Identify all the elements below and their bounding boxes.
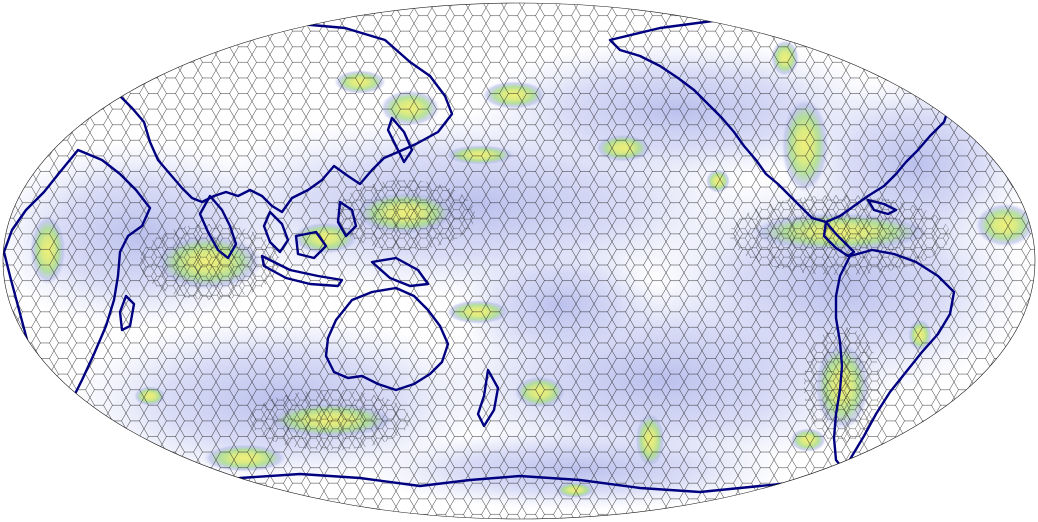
- coastline-philippines: [336, 200, 358, 238]
- coastline-antarctica: [178, 472, 872, 494]
- coastline-indochina: [262, 210, 290, 254]
- coastline-eurasia: [98, 22, 454, 214]
- coastline-sumatra-java: [260, 254, 344, 288]
- mesh-cells-refined: [250, 390, 410, 450]
- coastline-greenland: [818, 14, 902, 50]
- coastline-borneo: [294, 230, 328, 260]
- coastline-japan: [386, 116, 414, 164]
- mesh-cells-refined: [804, 327, 880, 443]
- mesh-cells-refined: [140, 224, 280, 300]
- coastline-new-guinea: [370, 256, 430, 288]
- mesh-cells-refined: [335, 180, 475, 250]
- coastline-central-america: [822, 220, 856, 258]
- coastline-australia: [324, 286, 450, 392]
- coastline-new-zealand: [476, 368, 500, 428]
- coastline-india: [198, 194, 238, 260]
- coastline-caribbean: [866, 198, 898, 216]
- coastline-madagascar: [118, 294, 136, 332]
- coastline-south-america: [832, 248, 956, 472]
